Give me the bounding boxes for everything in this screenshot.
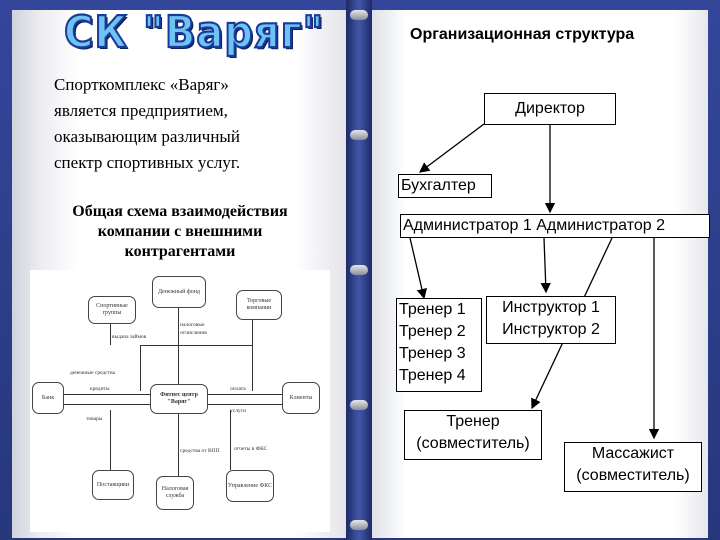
org-node-label: (совместитель) (576, 467, 690, 484)
scheme-line (110, 410, 111, 470)
scheme-line (62, 404, 154, 405)
scheme-label: налоговые (180, 322, 205, 328)
scheme-line (140, 345, 252, 346)
scheme-box-tax: Налоговая служба (156, 476, 194, 510)
scheme-line (110, 315, 111, 345)
binder-ring (350, 520, 368, 530)
org-node-administrators: Администратор 1 Администратор 2 (400, 214, 710, 238)
org-node-label: Тренер (446, 413, 500, 430)
org-node-label: Инструктор 2 (502, 321, 600, 338)
scheme-label: услуги (230, 408, 246, 414)
arrow-director-accountant (418, 123, 485, 173)
org-node-label: Директор (515, 100, 585, 117)
scheme-label: отчеты в ФКС (234, 446, 268, 452)
scheme-title: Общая схема взаимодействия компании с вн… (30, 202, 330, 262)
scheme-label: денежные средства (70, 370, 116, 376)
scheme-line (252, 345, 253, 391)
arrow-admin-instructors (540, 237, 551, 294)
scheme-box-sport-groups: Спортивные группы (88, 296, 136, 324)
arrow-admin-trainers (409, 237, 427, 300)
company-logo: СК "Варяг" (63, 7, 325, 59)
scheme-label: выдача займов (112, 334, 147, 340)
scheme-box-center: Фитнес центр "Варяг" (150, 384, 208, 414)
intro-line: Спорткомплекс «Варяг» (54, 75, 229, 94)
scheme-label: кредиты (90, 386, 110, 392)
scheme-box-vendors: Поставщики (92, 470, 134, 500)
org-node-accountant: Бухгалтер (398, 174, 492, 198)
interaction-scheme: Денежный фонд Спортивные группы Торговые… (30, 270, 330, 532)
org-node-label: Бухгалтер (401, 177, 476, 194)
org-node-label: Массажист (591, 445, 675, 462)
scheme-box-trading: Торговые компании (236, 290, 282, 320)
scheme-label: отчисления (180, 330, 207, 336)
org-node-label: Тренер 2 (399, 323, 466, 340)
scheme-line (204, 404, 288, 405)
scheme-label: оплата (230, 386, 246, 392)
scheme-title-line: контрагентами (124, 243, 236, 260)
org-node-masseur: Массажист (совместитель) (564, 442, 702, 492)
org-node-label: (совместитель) (416, 435, 530, 452)
org-node-instructors: Инструктор 1 Инструктор 2 (486, 296, 616, 344)
scheme-line (62, 394, 154, 395)
org-chart-title: Организационная структура (410, 26, 635, 43)
org-node-part-time-trainer: Тренер (совместитель) (404, 410, 542, 460)
scheme-line (140, 345, 141, 391)
binder-ring (350, 10, 368, 20)
org-node-label: Инструктор 1 (502, 299, 600, 316)
org-node-label: Тренер 1 (399, 301, 466, 318)
intro-line: спектр спортивных услуг. (54, 153, 241, 172)
binder-ring (350, 400, 368, 410)
org-node-label: Тренер 4 (399, 367, 466, 384)
intro-line: оказывающим различный (54, 127, 240, 146)
scheme-box-bank: Банк (32, 382, 64, 414)
intro-line: является предприятием, (54, 101, 228, 120)
org-node-label: Администратор 1 Администратор 2 (403, 217, 666, 234)
scheme-title-line: Общая схема взаимодействия (72, 203, 288, 220)
intro-text: Спорткомплекс «Варяг» является предприят… (54, 72, 324, 176)
scheme-label: средства от ВПП (180, 448, 220, 454)
scheme-box-money: Денежный фонд (152, 276, 206, 308)
scheme-box-clients: Клиенты (282, 382, 320, 414)
scheme-line (178, 410, 179, 480)
scheme-title-line: компании с внешними (97, 223, 263, 240)
org-node-director: Директор (484, 93, 616, 125)
scheme-line (252, 315, 253, 345)
scheme-line (178, 302, 179, 390)
org-node-trainers: Тренер 1 Тренер 2 Тренер 3 Тренер 4 (396, 298, 482, 392)
scheme-box-services: Управление ФКС (226, 470, 274, 502)
binder-ring (350, 265, 368, 275)
scheme-label: товары (86, 416, 103, 422)
scheme-line (230, 410, 231, 470)
org-node-label: Тренер 3 (399, 345, 466, 362)
scheme-line (204, 394, 288, 395)
binder-ring (350, 130, 368, 140)
